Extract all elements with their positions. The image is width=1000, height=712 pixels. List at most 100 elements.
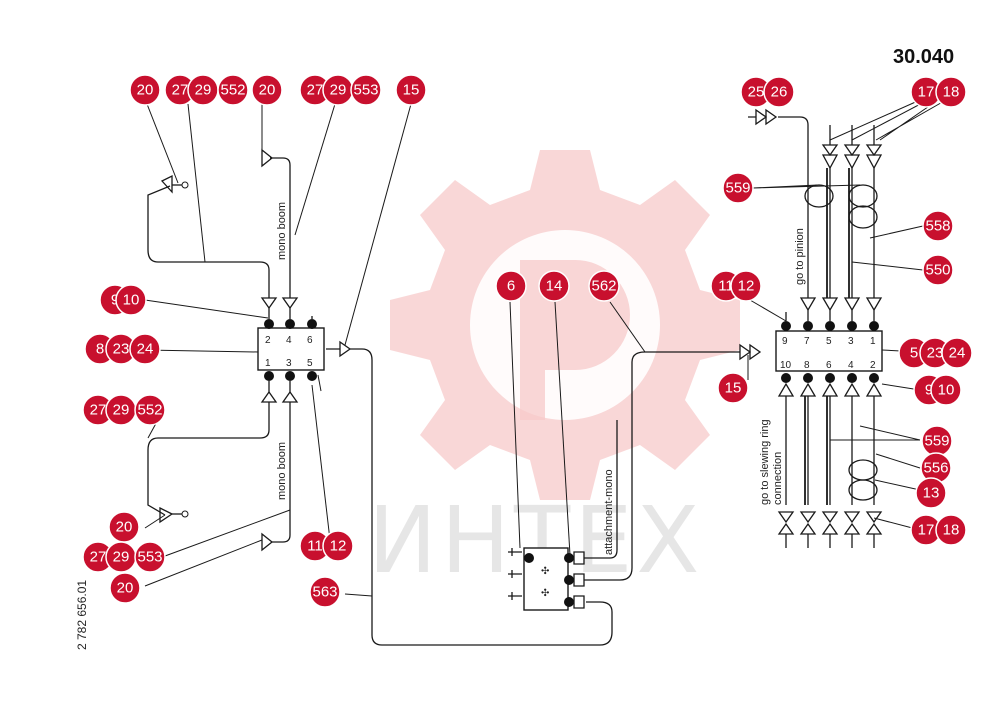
svg-text:11: 11 xyxy=(718,278,734,295)
callout[interactable]: 20 xyxy=(108,511,140,543)
go-to-pinion-label: go to pinion xyxy=(794,228,806,285)
drawing-number: 30.040 xyxy=(893,46,954,68)
svg-text:552: 552 xyxy=(220,82,245,99)
svg-text:27: 27 xyxy=(90,402,107,419)
right-bottom-hoses xyxy=(777,382,883,548)
port-label: 6 xyxy=(307,335,313,346)
port-label: 3 xyxy=(848,336,854,347)
svg-text:11: 11 xyxy=(307,538,323,555)
svg-text:29: 29 xyxy=(113,549,130,566)
callout[interactable]: 24 xyxy=(941,337,973,369)
callout[interactable]: 12 xyxy=(322,530,354,562)
callout[interactable]: 29 xyxy=(105,541,137,573)
callout[interactable]: 552 xyxy=(217,74,249,106)
attachment-mono-label: attachment-mono xyxy=(603,469,615,555)
leader-lines xyxy=(144,99,947,597)
callout[interactable]: 24 xyxy=(129,333,161,365)
callout[interactable]: 553 xyxy=(134,541,166,573)
svg-text:15: 15 xyxy=(403,82,420,99)
callout[interactable]: 556 xyxy=(920,452,952,484)
callout[interactable]: 553 xyxy=(350,74,382,106)
port-label: 2 xyxy=(265,335,271,346)
callout[interactable]: 27 xyxy=(82,541,114,573)
svg-text:17: 17 xyxy=(918,522,935,539)
svg-text:10: 10 xyxy=(938,382,955,399)
svg-text:23: 23 xyxy=(113,341,130,358)
callout-bubbles: 20 27 29 552 20 27 29 553 15 25 26 17 18… xyxy=(82,74,973,608)
svg-text:10: 10 xyxy=(123,292,140,309)
port-label: 8 xyxy=(804,360,810,371)
callout[interactable]: 14 xyxy=(538,270,570,302)
callout[interactable]: 558 xyxy=(922,210,954,242)
callout[interactable]: 550 xyxy=(922,254,954,286)
callout[interactable]: 27 xyxy=(82,394,114,426)
svg-text:558: 558 xyxy=(925,218,950,235)
port-label: 4 xyxy=(848,360,854,371)
callout[interactable]: 20 xyxy=(109,572,141,604)
callout[interactable]: 18 xyxy=(935,76,967,108)
svg-text:✣: ✣ xyxy=(541,566,549,577)
svg-text:29: 29 xyxy=(330,82,347,99)
callout[interactable]: 17 xyxy=(910,514,942,546)
callout[interactable]: 13 xyxy=(915,477,947,509)
callout[interactable]: 552 xyxy=(134,394,166,426)
svg-text:559: 559 xyxy=(725,180,750,197)
svg-text:552: 552 xyxy=(137,402,162,419)
callout[interactable]: 29 xyxy=(105,394,137,426)
callout[interactable]: 25 xyxy=(740,76,772,108)
svg-text:24: 24 xyxy=(949,345,966,362)
svg-text:26: 26 xyxy=(771,84,788,101)
svg-text:27: 27 xyxy=(172,82,189,99)
callout[interactable]: 18 xyxy=(935,514,967,546)
port-label: 4 xyxy=(286,335,292,346)
callout[interactable]: 562 xyxy=(588,270,620,302)
callout[interactable]: 15 xyxy=(395,74,427,106)
svg-text:29: 29 xyxy=(195,82,212,99)
svg-text:6: 6 xyxy=(507,278,515,295)
callout[interactable]: 12 xyxy=(730,270,762,302)
callout[interactable]: 29 xyxy=(322,74,354,106)
left-valve-block: 2 4 6 1 3 5 xyxy=(257,297,352,403)
callout[interactable]: 23 xyxy=(919,337,951,369)
port-label: 1 xyxy=(265,358,271,369)
svg-text:20: 20 xyxy=(137,82,154,99)
document-number: 2 782 656.01 xyxy=(75,580,89,650)
svg-text:553: 553 xyxy=(137,549,162,566)
svg-text:12: 12 xyxy=(738,278,755,295)
right-valve-block: 9 7 5 3 1 10 8 6 4 2 xyxy=(775,321,883,383)
svg-text:550: 550 xyxy=(925,262,950,279)
port-label: 6 xyxy=(826,360,832,371)
svg-text:563: 563 xyxy=(312,584,337,601)
callout[interactable]: 6 xyxy=(495,270,527,302)
center-valve-block: ✣ ✣ xyxy=(508,547,585,611)
svg-text:23: 23 xyxy=(927,345,944,362)
callout[interactable]: 563 xyxy=(309,576,341,608)
callout[interactable]: 20 xyxy=(251,74,283,106)
go-to-slewing-label-2: connection xyxy=(772,452,784,505)
hose-line xyxy=(350,348,613,646)
callout[interactable]: 29 xyxy=(187,74,219,106)
callout[interactable]: 15 xyxy=(717,372,749,404)
svg-text:15: 15 xyxy=(725,380,742,397)
svg-text:20: 20 xyxy=(117,580,134,597)
go-to-slewing-label-1: go to slewing ring xyxy=(759,419,771,505)
port-label: 10 xyxy=(780,360,792,371)
port-label: 1 xyxy=(870,336,876,347)
svg-text:9: 9 xyxy=(111,292,119,309)
callout[interactable]: 11 xyxy=(299,530,331,562)
port-label: 2 xyxy=(870,360,876,371)
callout[interactable]: 10 xyxy=(115,284,147,316)
mono-boom-label-bottom: mono boom xyxy=(276,442,288,500)
callout[interactable]: 559 xyxy=(722,172,754,204)
right-top-hoses xyxy=(748,108,883,321)
svg-text:20: 20 xyxy=(259,82,276,99)
callout[interactable]: 26 xyxy=(763,76,795,108)
port-label: 7 xyxy=(804,336,810,347)
callout[interactable]: 10 xyxy=(930,374,962,406)
svg-text:24: 24 xyxy=(137,341,154,358)
callout[interactable]: 20 xyxy=(129,74,161,106)
svg-text:27: 27 xyxy=(90,549,107,566)
svg-text:12: 12 xyxy=(330,538,347,555)
callout[interactable]: 559 xyxy=(921,425,953,457)
